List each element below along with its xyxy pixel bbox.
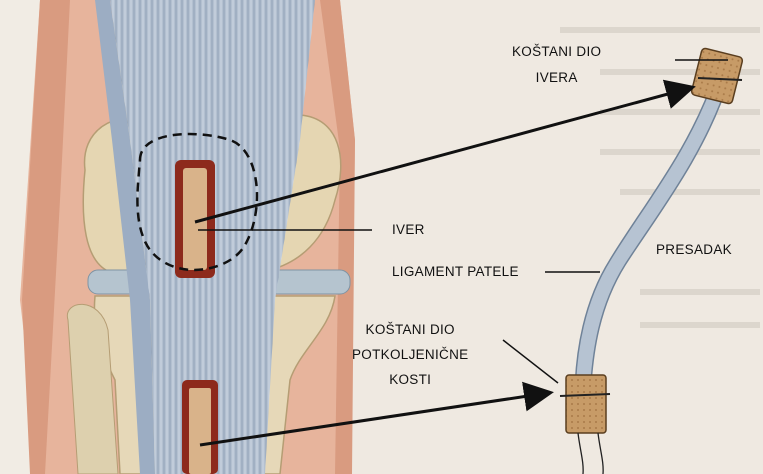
label-kostani-dio-potkoljenicne: KOŠTANI DIO POTKOLJENIČNE KOSTI xyxy=(352,321,468,388)
harvest-slot-tibia xyxy=(182,380,218,474)
label-presadak: PRESADAK xyxy=(656,241,732,258)
label-ligament-patele: LIGAMENT PATELE xyxy=(392,263,519,280)
label-kostani-dio-ivera: KOŠTANI DIO IVERA xyxy=(512,43,601,86)
graft-bone-plug-bottom xyxy=(566,375,606,433)
label-iver: IVER xyxy=(392,221,425,238)
